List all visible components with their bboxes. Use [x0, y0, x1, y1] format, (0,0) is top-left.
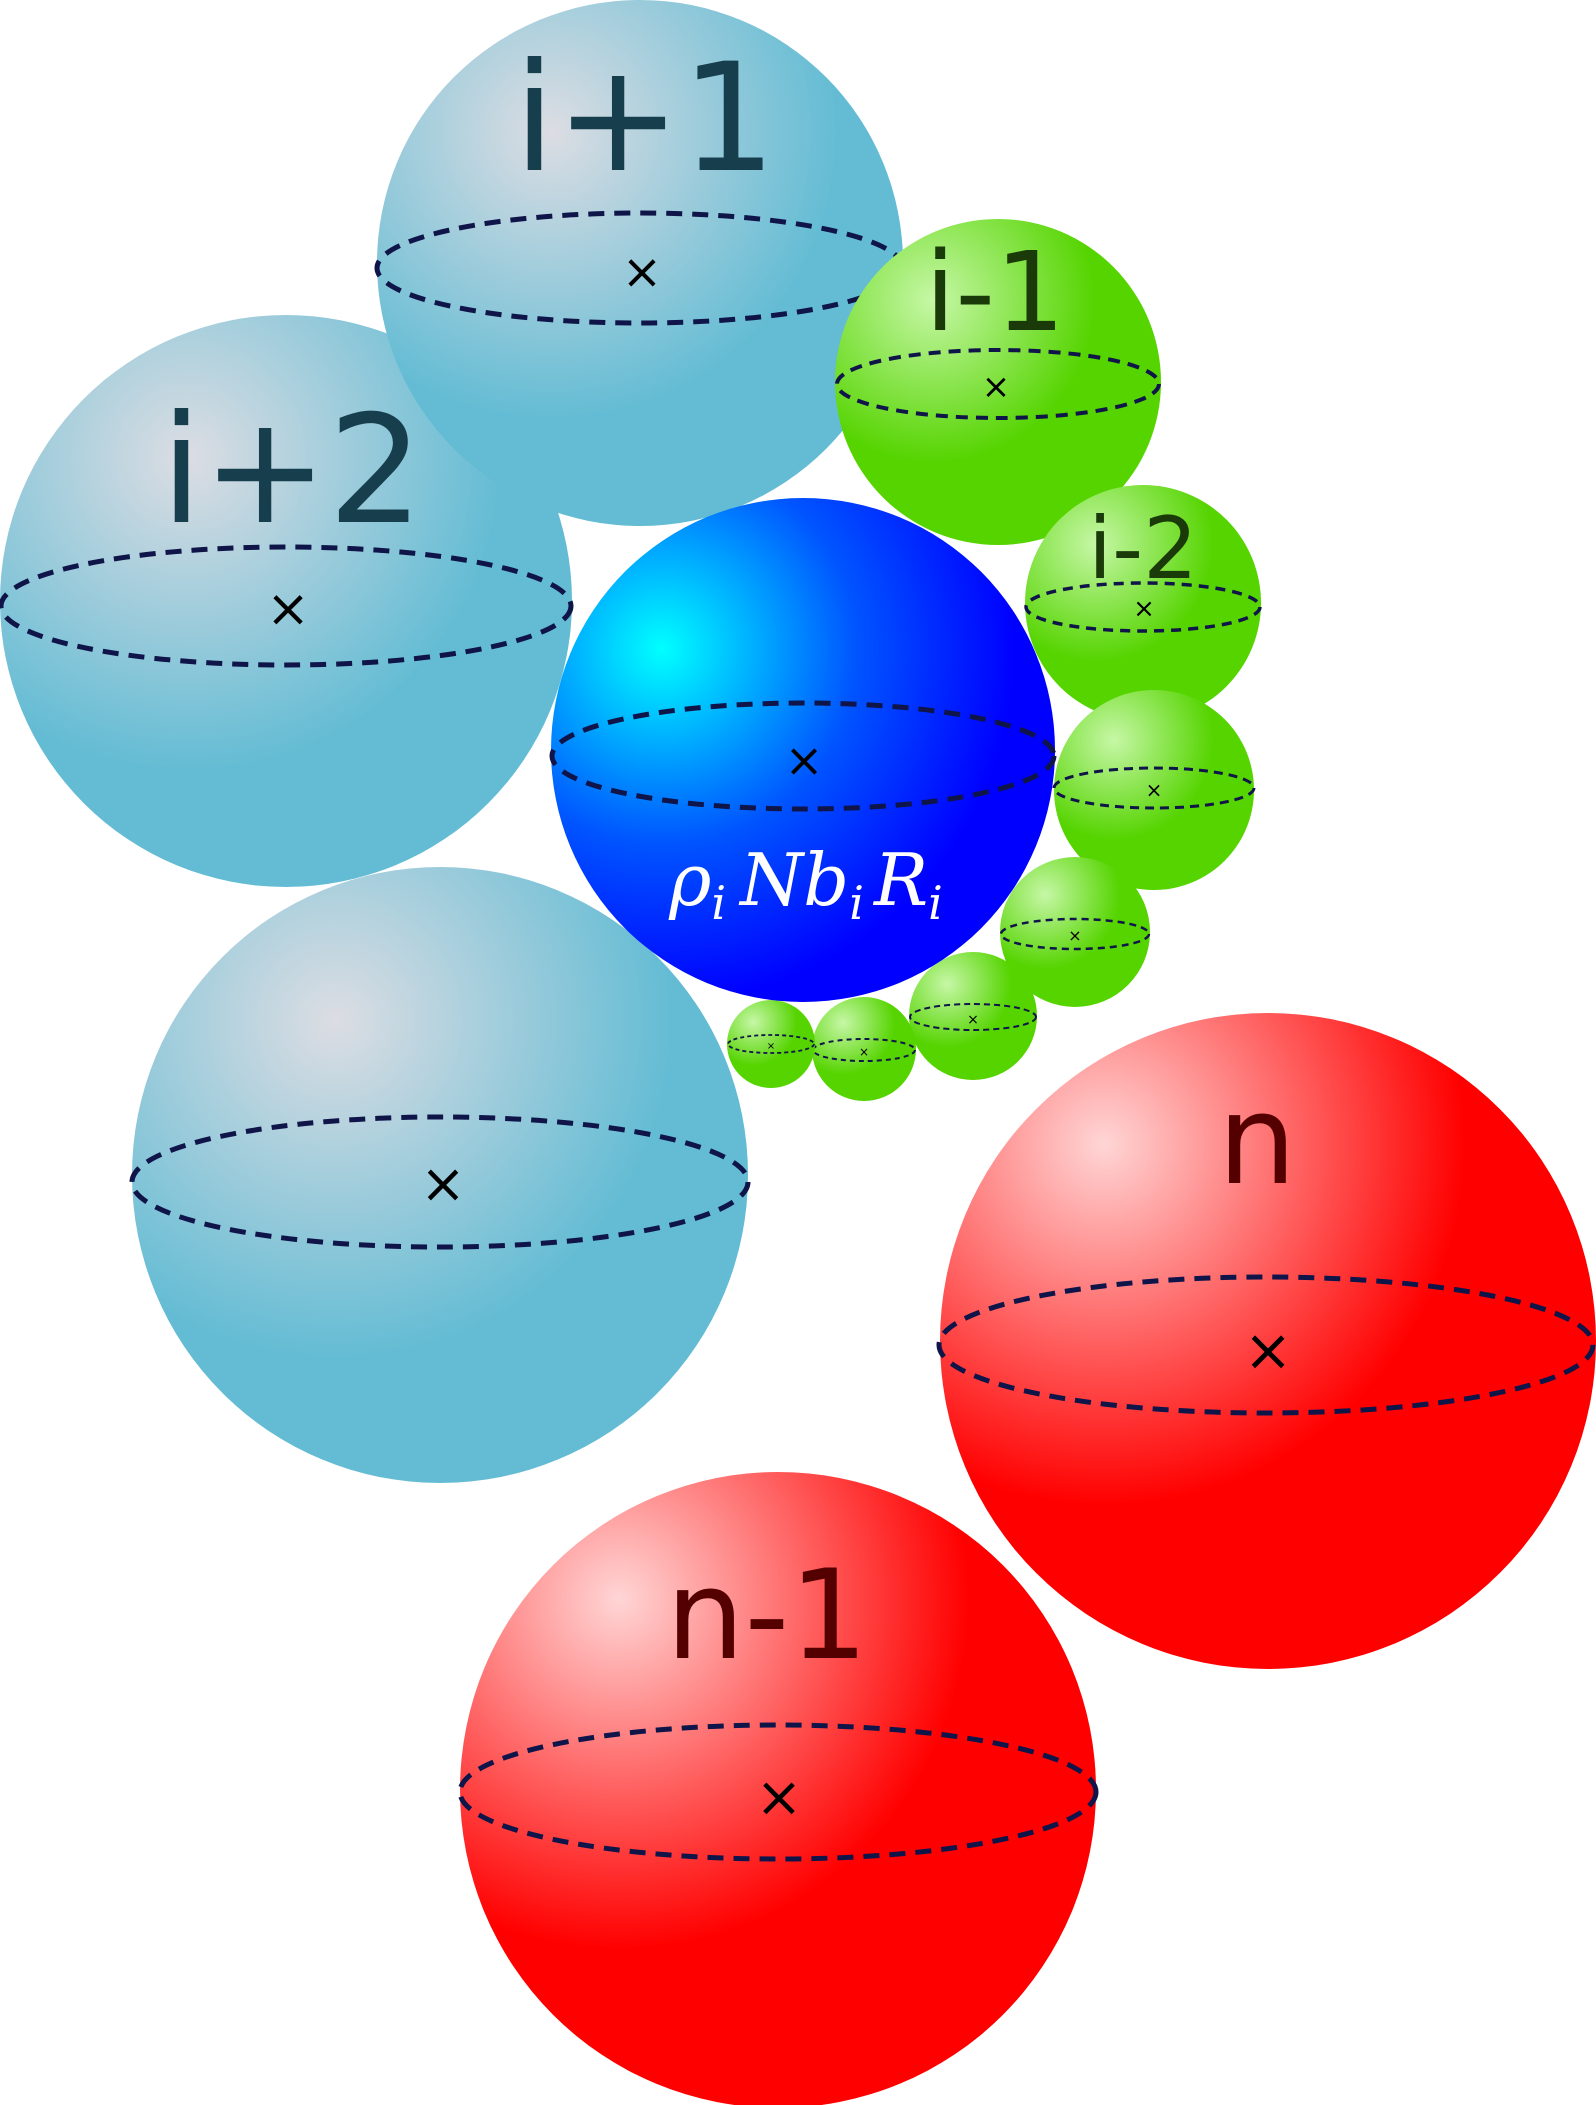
equator-ring	[936, 1274, 1596, 1416]
sphere-green-5: ×	[909, 952, 1037, 1080]
center-marker: ×	[756, 1765, 803, 1830]
equator-ring	[0, 544, 574, 668]
label-i-minus-2: i-2	[1088, 499, 1198, 599]
formula-rho: ρ	[668, 838, 711, 922]
center-marker: ×	[622, 244, 662, 300]
label-i-minus-1: i-1	[925, 228, 1065, 356]
center-marker: ×	[1244, 1316, 1293, 1384]
sphere-light-blue-lower: ×	[129, 867, 751, 1483]
equator-ring	[549, 700, 1057, 812]
center-marker: ×	[785, 733, 824, 787]
formula-nb: Nb	[738, 838, 849, 922]
sphere-i-minus-2: × i-2	[1024, 485, 1262, 721]
sphere-green-3: ×	[1052, 690, 1256, 890]
center-marker: ×	[982, 367, 1011, 407]
equator-ring	[129, 1114, 751, 1250]
label-i-plus-1: i+1	[514, 32, 777, 206]
formula-subscript: i	[849, 876, 864, 930]
label-n: n	[1218, 1069, 1297, 1213]
sphere-green-7: ×	[727, 1000, 815, 1088]
equator-ring	[1024, 581, 1262, 633]
center-marker: ×	[1146, 778, 1163, 802]
center-marker: ×	[420, 1152, 465, 1215]
equator-ring	[835, 348, 1161, 420]
equator-ring	[457, 1722, 1099, 1862]
sphere-green-4: ×	[999, 857, 1151, 1007]
label-i-plus-2: i+2	[161, 384, 424, 558]
center-marker: ×	[1068, 926, 1081, 945]
sphere-i-minus-1: × i-1	[835, 219, 1161, 545]
formula-subscript: i	[711, 876, 726, 930]
sphere-i-plus-1: × i+1	[374, 0, 906, 526]
center-marker: ×	[1133, 594, 1155, 624]
center-marker: ×	[266, 579, 310, 639]
equator-ring	[812, 1038, 916, 1062]
sphere-n: × n	[936, 1013, 1596, 1669]
center-marker: ×	[859, 1045, 869, 1059]
center-marker: ×	[967, 1012, 979, 1028]
equator-ring	[1052, 766, 1256, 810]
sphere-green-6: ×	[812, 997, 916, 1101]
equator-ring	[909, 1003, 1037, 1031]
formula-subscript: i	[928, 876, 943, 930]
center-marker: ×	[767, 1041, 775, 1052]
formula-r: R	[872, 838, 928, 922]
equator-ring	[727, 1034, 815, 1054]
sphere-i-plus-2: × i+2	[0, 315, 574, 887]
label-n-minus-1: n-1	[666, 1544, 868, 1688]
equator-ring	[999, 917, 1151, 951]
sphere-n-minus-1: × n-1	[457, 1472, 1099, 2105]
